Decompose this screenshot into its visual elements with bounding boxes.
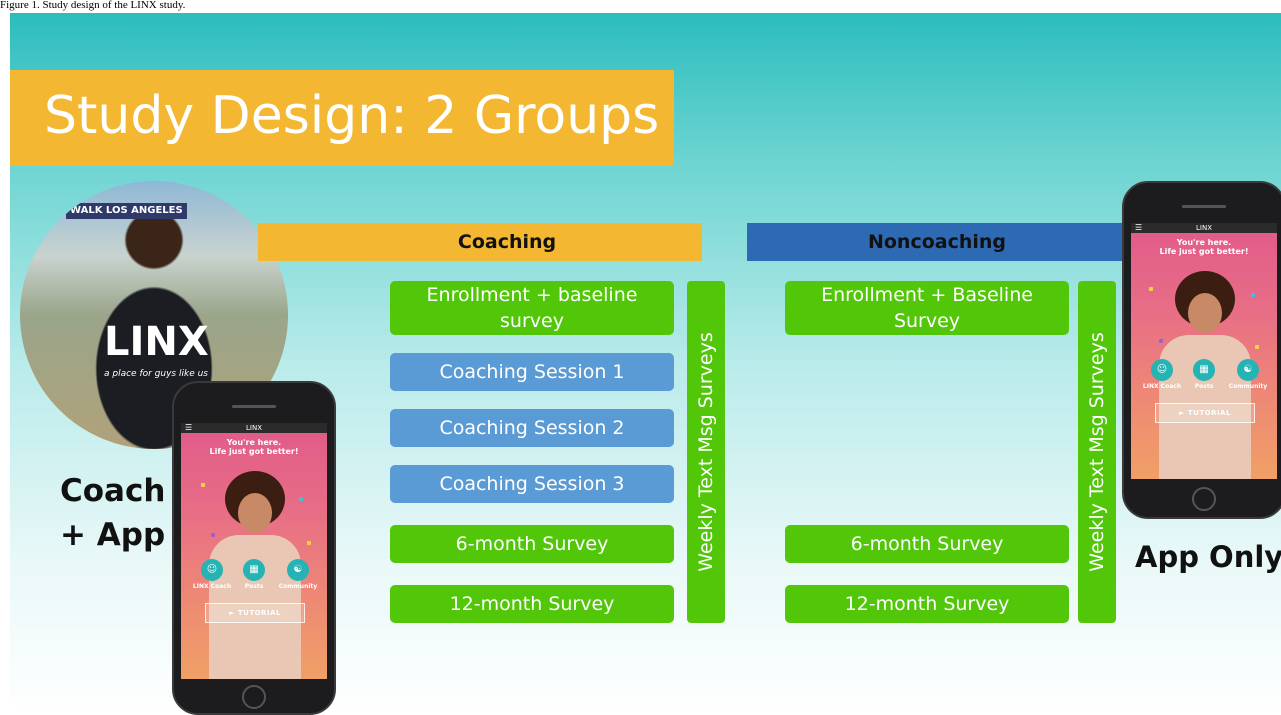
hamburger-icon: ☰ <box>1135 223 1143 232</box>
confetti-dot <box>1255 345 1259 349</box>
noncoaching-header: Noncoaching <box>747 223 1127 261</box>
app-name: LINX <box>1196 224 1212 232</box>
noncoaching-step-enrollment: Enrollment + Baseline Survey <box>785 281 1069 335</box>
tutorial-label: TUTORIAL <box>1187 409 1231 417</box>
nav-label-community: Community <box>1228 383 1268 390</box>
coach-app-label-line-2: + App <box>60 517 166 553</box>
app-screen: ☰ LINX You're here. Life just got better… <box>181 423 327 679</box>
app-topbar: ☰ LINX <box>181 423 327 433</box>
play-icon: ► <box>229 609 238 617</box>
coaching-step-session-3: Coaching Session 3 <box>390 465 674 503</box>
phone-speaker <box>232 405 276 408</box>
community-icon[interactable]: ☯ <box>1237 359 1259 381</box>
photo-shirt-text: LINX <box>104 319 209 365</box>
nav-label-coach: LINX Coach <box>1142 383 1182 390</box>
participant-photo: WALK LOS ANGELES LINX a place for guys l… <box>20 181 288 449</box>
noncoaching-step-6-month: 6-month Survey <box>785 525 1069 563</box>
app-headline-1: You're here. <box>226 438 282 447</box>
nav-label-posts: Posts <box>244 583 264 590</box>
phone-mockup-coach: ☰ LINX You're here. Life just got better… <box>172 381 336 715</box>
play-icon: ► <box>1179 409 1188 417</box>
phone-speaker <box>1182 205 1226 208</box>
person-face <box>238 493 272 533</box>
hamburger-icon: ☰ <box>185 423 193 432</box>
app-headline-2: Life just got better! <box>209 447 299 456</box>
app-only-label: App Only <box>1135 540 1281 574</box>
coach-icon[interactable]: ☺ <box>201 559 223 581</box>
app-headline-1: You're here. <box>1176 238 1232 247</box>
app-headline-2: Life just got better! <box>1159 247 1249 256</box>
slide-title: Study Design: 2 Groups <box>44 86 660 146</box>
person-face <box>1188 293 1222 333</box>
coaching-weekly-surveys-label: Weekly Text Msg Surveys <box>695 332 717 572</box>
nav-label-posts: Posts <box>1194 383 1214 390</box>
home-button <box>1192 487 1216 511</box>
phone-mockup-app-only: ☰ LINX You're here. Life just got better… <box>1122 181 1281 519</box>
posts-icon[interactable]: ▦ <box>1193 359 1215 381</box>
home-button <box>242 685 266 709</box>
app-topbar: ☰ LINX <box>1131 223 1277 233</box>
community-icon[interactable]: ☯ <box>287 559 309 581</box>
coaching-step-12-month: 12-month Survey <box>390 585 674 623</box>
confetti-dot <box>1251 293 1255 297</box>
coaching-step-enrollment: Enrollment + baseline survey <box>390 281 674 335</box>
posts-icon[interactable]: ▦ <box>243 559 265 581</box>
title-banner: Study Design: 2 Groups <box>10 70 674 166</box>
coaching-step-session-2: Coaching Session 2 <box>390 409 674 447</box>
photo-sign-text: WALK LOS ANGELES <box>66 203 187 219</box>
app-name: LINX <box>246 424 262 432</box>
tutorial-button[interactable]: ► TUTORIAL <box>1155 403 1255 423</box>
coaching-header: Coaching <box>258 223 702 261</box>
coach-app-label: Coach + App <box>60 469 165 557</box>
nav-label-community: Community <box>278 583 318 590</box>
coach-icon[interactable]: ☺ <box>1151 359 1173 381</box>
confetti-dot <box>201 483 205 487</box>
noncoaching-weekly-surveys-label: Weekly Text Msg Surveys <box>1086 332 1108 572</box>
figure-caption: Figure 1. Study design of the LINX study… <box>0 0 1281 13</box>
tutorial-button[interactable]: ► TUTORIAL <box>205 603 305 623</box>
photo-shirt-tagline: a place for guys like us <box>104 369 208 379</box>
coaching-step-6-month: 6-month Survey <box>390 525 674 563</box>
confetti-dot <box>1159 339 1163 343</box>
tutorial-label: TUTORIAL <box>237 609 281 617</box>
coach-app-label-line-1: Coach <box>60 473 166 509</box>
slide: Study Design: 2 Groups WALK LOS ANGELES … <box>10 13 1281 715</box>
coaching-weekly-surveys-bar: Weekly Text Msg Surveys <box>687 281 725 623</box>
noncoaching-weekly-surveys-bar: Weekly Text Msg Surveys <box>1078 281 1116 623</box>
nav-label-coach: LINX Coach <box>192 583 232 590</box>
confetti-dot <box>211 533 215 537</box>
confetti-dot <box>299 497 303 501</box>
coaching-step-session-1: Coaching Session 1 <box>390 353 674 391</box>
app-screen: ☰ LINX You're here. Life just got better… <box>1131 223 1277 479</box>
confetti-dot <box>307 541 311 545</box>
confetti-dot <box>1149 287 1153 291</box>
noncoaching-step-12-month: 12-month Survey <box>785 585 1069 623</box>
